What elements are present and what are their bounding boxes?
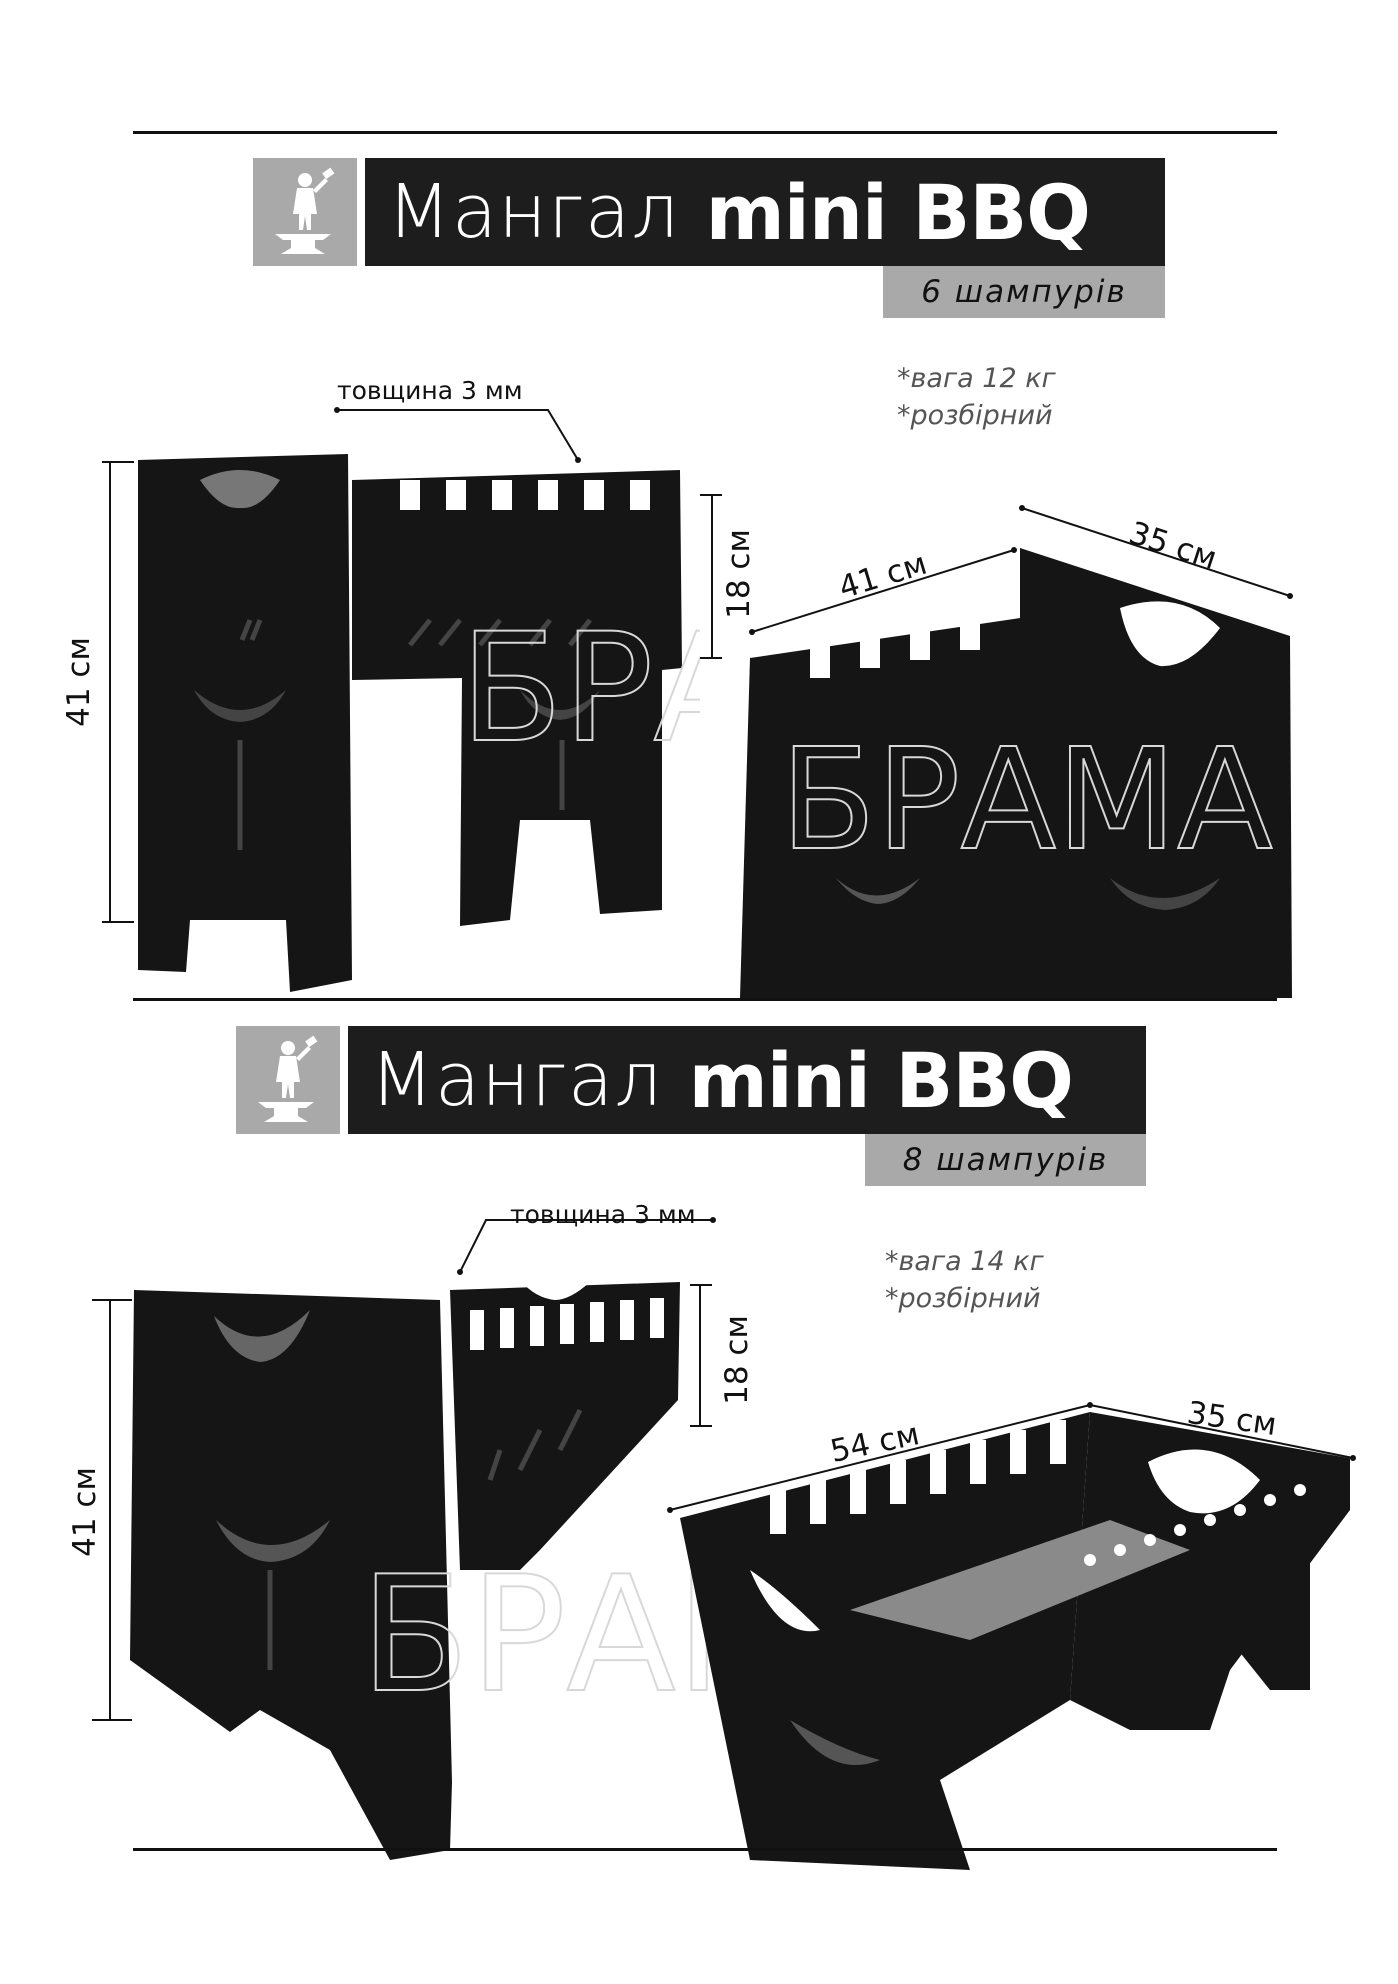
bottom-divider	[133, 1848, 1277, 1851]
section-1-subtitle: 6 шампурів	[883, 266, 1165, 318]
watermark: БРАМА	[780, 719, 1273, 882]
blacksmith-logo-icon	[253, 158, 357, 266]
top-divider	[133, 131, 1277, 134]
weight-note: *вага 14 кг	[885, 1246, 1044, 1277]
grill-6-side-photo: БРАМА	[740, 548, 1292, 998]
section-2-title: Мангал mini BBQ	[348, 1026, 1146, 1134]
collapsible-note: *розбірний	[885, 1283, 1041, 1314]
section-2-subtitle: 8 шампурів	[865, 1134, 1146, 1186]
section-1-left-dimension-lines	[102, 407, 1293, 923]
thickness-label: товщина 3 мм	[337, 376, 523, 405]
title-bold-text: mini BBQ	[688, 1035, 1074, 1125]
thickness-label: товщина 3 мм	[510, 1200, 696, 1229]
blacksmith-logo-icon	[236, 1026, 340, 1134]
weight-note: *вага 12 кг	[897, 363, 1056, 394]
middle-divider	[133, 998, 1277, 1001]
section-2-header: Мангал mini BBQ	[236, 1026, 1146, 1134]
collapsible-note: *розбірний	[897, 400, 1053, 431]
section-1-header: Мангал mini BBQ	[253, 158, 1165, 266]
section-2-notes: *вага 14 кг *розбірний	[885, 1243, 1044, 1317]
grill-8-angled-photo	[680, 1412, 1350, 1870]
title-bold-text: mini BBQ	[705, 167, 1091, 257]
title-light-text: Мангал	[370, 1037, 663, 1123]
title-light-text: Мангал	[387, 169, 680, 255]
section-1-title: Мангал mini BBQ	[365, 158, 1165, 266]
height-dimension-label: 41 см	[66, 1467, 103, 1557]
grill-8-front-photo: БРАМА	[130, 1275, 740, 1860]
section-1-notes: *вага 12 кг *розбірний	[897, 360, 1056, 434]
watermark: БРАМА	[360, 1541, 740, 1728]
watermark: БРАМА	[460, 602, 700, 776]
grill-6-front-photo: БРАМА	[138, 454, 700, 992]
inner-height-dimension-label: 18 см	[718, 1315, 755, 1405]
